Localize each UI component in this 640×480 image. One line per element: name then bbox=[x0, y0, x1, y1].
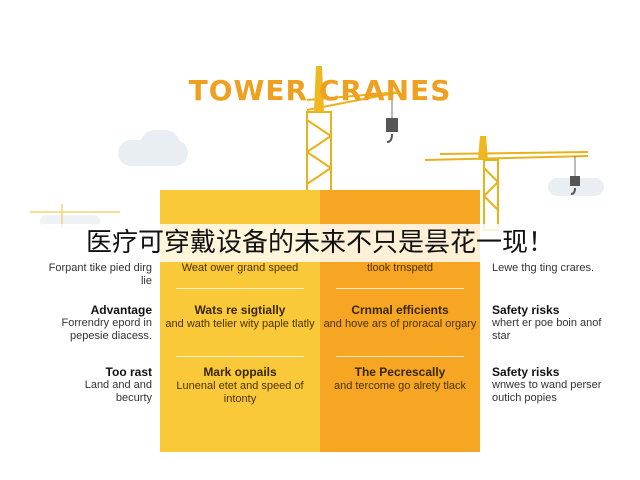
cell-body: Weat ower grand speed bbox=[181, 262, 299, 274]
crane-icon bbox=[424, 136, 589, 231]
cell-heading: Wats re sigtially bbox=[194, 303, 286, 317]
right-item-3: Safety risks wnwes to wand perser outich… bbox=[492, 366, 612, 405]
cell-heading: The Pecrescally bbox=[354, 365, 446, 379]
crane-icon bbox=[306, 66, 401, 193]
cell-heading: Mark oppails bbox=[203, 365, 277, 379]
divider bbox=[336, 356, 464, 357]
center-left-cell-1: Weat ower grand speed bbox=[160, 262, 320, 275]
cloud-shape bbox=[140, 130, 180, 160]
cell-body: Lunenal etet and speed of intonty bbox=[176, 380, 304, 405]
center-right-cell-2: Crnmal efficients and hove ars of prorac… bbox=[320, 304, 480, 331]
side-body: Forpant tike pied dirg lie bbox=[48, 262, 152, 287]
center-left-cell-3: Mark oppails Lunenal etet and speed of i… bbox=[160, 366, 320, 406]
cell-body: and tercome go alrety tlack bbox=[333, 380, 467, 392]
left-item-2: Advantage Forrendry epord in pepesie dia… bbox=[46, 303, 153, 343]
side-body: Land and and becurty bbox=[84, 379, 152, 404]
right-item-1: Lewe thg ting crares. bbox=[492, 262, 612, 275]
side-heading: Too rast bbox=[105, 365, 152, 379]
side-heading: Safety risks bbox=[492, 303, 560, 317]
center-left-cell-2: Wats re sigtially and wath telier wity p… bbox=[160, 304, 320, 331]
side-body: Lewe thg ting crares. bbox=[492, 262, 595, 274]
right-item-2: Safety risks whert er poe boin anof star bbox=[492, 304, 612, 343]
divider bbox=[336, 288, 464, 289]
caption-banner bbox=[0, 224, 640, 262]
cell-heading: Crnmal efficients bbox=[351, 303, 449, 317]
left-item-3: Too rast Land and and becurty bbox=[46, 366, 152, 405]
divider bbox=[176, 356, 304, 357]
side-heading: Advantage bbox=[90, 303, 152, 317]
divider bbox=[176, 288, 304, 289]
cell-body: and wath telier wity paple tlatly bbox=[165, 318, 315, 330]
center-right-cell-1: tlook trnspetd bbox=[320, 262, 480, 275]
side-body: Forrendry epord in pepesie diacess. bbox=[61, 317, 153, 342]
side-body: whert er poe boin anof star bbox=[492, 317, 602, 342]
center-right-cell-3: The Pecrescally and tercome go alrety tl… bbox=[320, 366, 480, 393]
side-heading: Safety risks bbox=[492, 365, 560, 379]
side-body: wnwes to wand perser outich popies bbox=[492, 379, 602, 404]
cell-body: tlook trnspetd bbox=[366, 262, 434, 274]
cloud-shape bbox=[548, 178, 604, 196]
overlay-caption: 医疗可穿戴设备的未来不只是昙花一现！ bbox=[85, 228, 554, 258]
cell-body: and hove ars of proracal orgary bbox=[323, 318, 477, 330]
left-item-1: Forpant tike pied dirg lie bbox=[46, 262, 152, 288]
diagram-title: TOWER CRANES bbox=[188, 74, 452, 107]
